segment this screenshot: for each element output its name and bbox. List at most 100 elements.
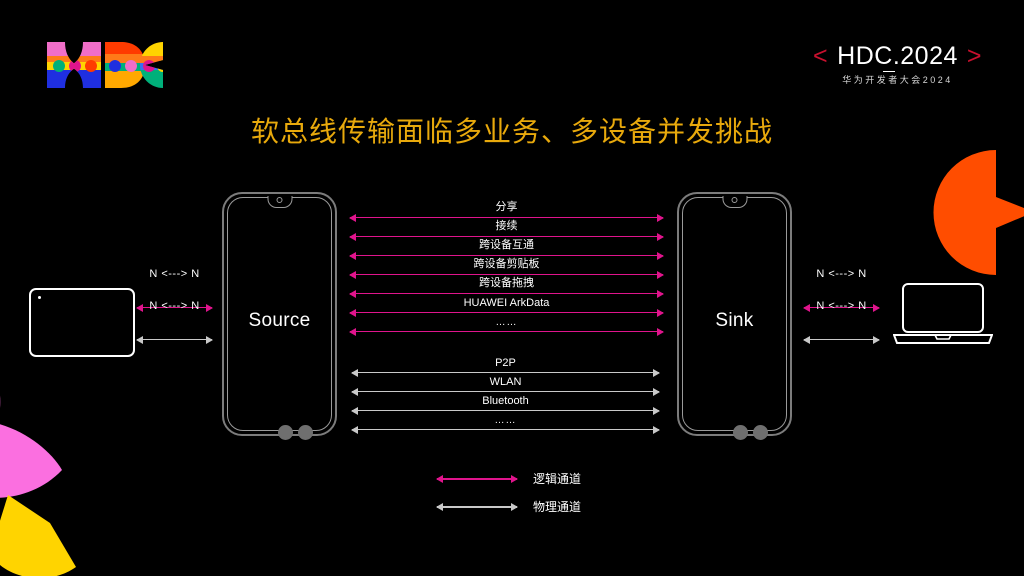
arrow-head-left-icon [351, 368, 358, 377]
hdc-underscore-mark [883, 70, 896, 72]
logical-channel-arrow [349, 232, 664, 241]
hdc-bracket-left-icon: < [813, 42, 829, 70]
legend: 逻辑通道物理通道 [436, 466, 637, 522]
right-physical-label: N <---> N [816, 300, 867, 312]
arrow-head-left-icon [436, 502, 443, 511]
arrow-head-left-icon [349, 289, 356, 298]
arrow-head-left-icon [803, 303, 810, 312]
left-physical-label: N <---> N [149, 300, 200, 312]
arrow-head-right-icon [873, 303, 880, 312]
pink-petal-decoration [0, 338, 76, 523]
arrow-head-left-icon [351, 406, 358, 415]
arrow-head-left-icon [349, 270, 356, 279]
arrow-head-right-icon [511, 474, 518, 483]
legend-arrow-logical [436, 474, 518, 483]
arrow-head-left-icon [349, 251, 356, 260]
arrow-head-right-icon [653, 406, 660, 415]
logical-channel-arrow [349, 270, 664, 279]
logical-channel-arrow [349, 251, 664, 260]
arrow-head-left-icon [349, 308, 356, 317]
arrow-head-left-icon [351, 425, 358, 434]
arrow-head-left-icon [349, 232, 356, 241]
arrow-head-right-icon [657, 232, 664, 241]
sink-phone-notch [722, 196, 747, 208]
hdc-title-row: < HDC.2024 > [813, 42, 982, 72]
sink-phone-device: Sink [677, 192, 792, 440]
logical-channel-label: 跨设备剪贴板 [473, 258, 540, 270]
physical-channel-row: Bluetooth [351, 395, 660, 415]
right-physical-arrow [803, 335, 880, 344]
sink-phone-bottom-dot-1 [733, 425, 748, 440]
arrow-head-right-icon [653, 368, 660, 377]
logical-channel-label: …… [495, 317, 518, 328]
left-logical-arrow [136, 303, 213, 312]
logical-channel-row: HUAWEI ArkData [349, 297, 664, 317]
arrow-head-left-icon [136, 335, 143, 344]
physical-channel-label: WLAN [489, 376, 522, 388]
physical-channel-arrow [351, 368, 660, 377]
source-phone-frame [222, 192, 337, 436]
legend-row: 物理通道 [436, 494, 637, 522]
legend-arrow-physical [436, 502, 518, 511]
logical-channel-label: HUAWEI ArkData [463, 297, 550, 309]
physical-channel-row: WLAN [351, 376, 660, 396]
arrow-head-right-icon [206, 335, 213, 344]
physical-channel-arrow [351, 406, 660, 415]
logical-channel-row: 跨设备互通 [349, 239, 664, 260]
logical-channel-row: 接续 [349, 220, 664, 241]
physical-channel-label: …… [494, 415, 517, 426]
logical-channel-arrow [349, 213, 664, 222]
arrow-head-right-icon [653, 387, 660, 396]
logical-channel-row: …… [349, 317, 664, 336]
page-title: 软总线传输面临多业务、多设备并发挑战 [250, 116, 773, 147]
yellow-decoration-shape [0, 495, 85, 576]
tablet-device [29, 288, 135, 357]
source-phone-bottom-dot-2 [298, 425, 313, 440]
physical-channel-arrow [351, 387, 660, 396]
sink-phone-bottom-dot-2 [753, 425, 768, 440]
right-logical-arrow [803, 303, 880, 312]
arrow-head-right-icon [657, 270, 664, 279]
hdc-title: HDC.2024 [837, 44, 958, 72]
arrow-head-right-icon [657, 251, 664, 260]
logical-channel-arrow [349, 308, 664, 317]
logical-channel-row: 分享 [349, 201, 664, 222]
arrow-head-right-icon [511, 502, 518, 511]
sink-phone-frame [677, 192, 792, 436]
physical-channel-row: P2P [351, 357, 660, 377]
arrow-head-right-icon [873, 335, 880, 344]
physical-channel-label: Bluetooth [482, 395, 529, 407]
arrow-head-left-icon [136, 303, 143, 312]
arrow-head-right-icon [657, 308, 664, 317]
arrow-head-left-icon [436, 474, 443, 483]
logical-channel-row: 跨设备剪贴板 [349, 258, 664, 279]
arrow-head-left-icon [349, 213, 356, 222]
logical-channel-label: 接续 [495, 220, 518, 232]
arrow-head-right-icon [653, 425, 660, 434]
physical-channel-arrow [351, 425, 660, 434]
legend-label: 逻辑通道 [533, 472, 582, 486]
arrow-head-left-icon [351, 387, 358, 396]
legend-label: 物理通道 [533, 500, 582, 514]
laptop-device [892, 283, 994, 345]
source-phone-notch [267, 196, 292, 208]
logical-channel-arrow [349, 327, 664, 336]
left-physical-arrow [136, 335, 213, 344]
arrow-head-left-icon [349, 327, 356, 336]
left-logical-label: N <---> N [149, 268, 200, 280]
arrow-head-right-icon [657, 289, 664, 298]
logical-channel-row: 跨设备拖拽 [349, 277, 664, 298]
arrow-head-right-icon [206, 303, 213, 312]
hdc-bracket-right-icon: > [966, 42, 982, 70]
logical-channel-label: 跨设备互通 [479, 239, 534, 251]
logical-channel-arrow [349, 289, 664, 298]
physical-channel-row: …… [351, 415, 660, 434]
orange-decoration-shape [924, 150, 1024, 275]
source-phone-device: Source [222, 192, 337, 440]
arrow-head-right-icon [657, 327, 664, 336]
right-logical-label: N <---> N [816, 268, 867, 280]
source-phone-camera-icon [276, 197, 283, 203]
logical-channel-label: 分享 [495, 201, 518, 213]
arrow-head-right-icon [657, 213, 664, 222]
